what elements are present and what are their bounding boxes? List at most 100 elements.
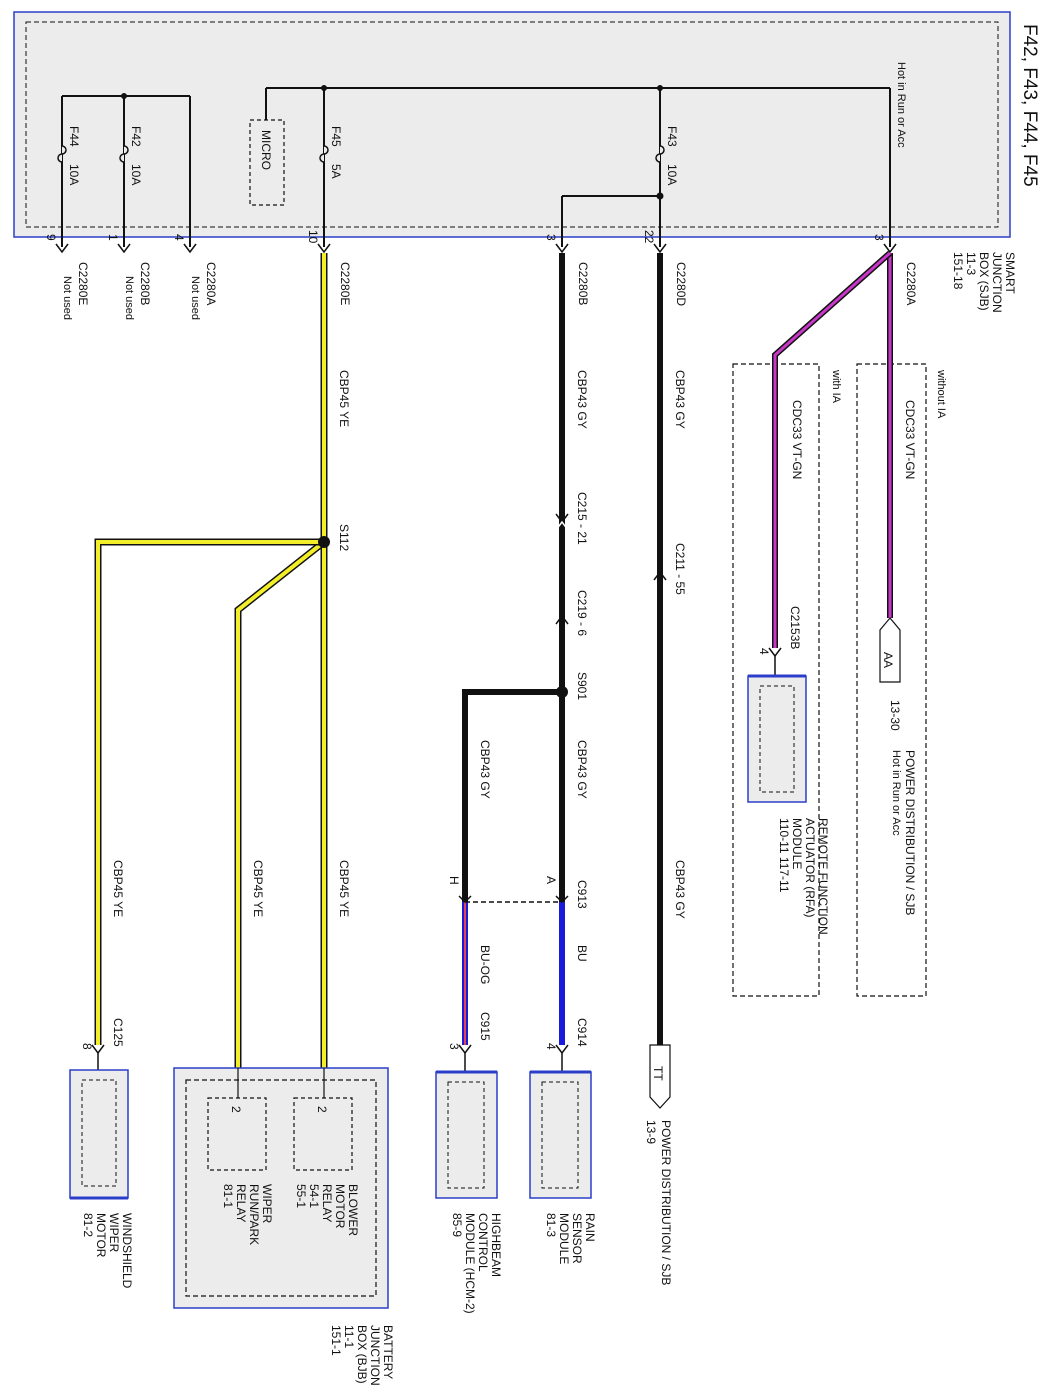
fuse-f44-rating: 10A: [67, 164, 81, 185]
page-ref-aa-letter: AA: [881, 652, 895, 668]
conn-c2280a-4-note: Not used: [189, 276, 201, 320]
conn-c2280a-3-name: C2280A: [904, 262, 918, 305]
sjb-ref2: 151-18: [951, 252, 965, 290]
option-with-ia-label: with IA: [830, 369, 842, 404]
conn-c2280e-9-pin: 9: [44, 234, 58, 241]
fuse-f45-id: F45: [329, 126, 343, 147]
smart-junction-box: [13, 11, 1011, 238]
wire-cbp45-label-4: CBP45 YE: [111, 860, 125, 917]
hcm-line1: HIGHBEAM: [489, 1213, 503, 1277]
page-ref-tt-desc: POWER DISTRIBUTION / SJB: [659, 1120, 673, 1285]
sjb-connector-arrows: [55, 243, 897, 254]
wire-cbp45-wiper-motor: [94, 538, 324, 1045]
component-hcm-module: 3 C915 HIGHBEAM CONTROL MODULE (HCM-2) 8…: [435, 1012, 503, 1314]
c914-name: C914: [575, 1018, 589, 1047]
blower-line2: MOTOR: [333, 1184, 347, 1229]
c215-21-label: C215 - 21: [575, 492, 589, 545]
page-ref-aa: AA 13-30 POWER DISTRIBUTION / SJB Hot in…: [879, 617, 917, 915]
component-rain-sensor: 4 C914 RAIN SENSOR MODULE 81-3: [529, 1018, 597, 1264]
component-rfa-module: 4 C2153B REMOTE FUNCTION ACTUATOR (RFA) …: [747, 606, 830, 935]
page-ref-aa-desc1: POWER DISTRIBUTION / SJB: [903, 750, 917, 915]
fuse-f45-rating: 5A: [329, 164, 343, 179]
c913-pin-a: A: [544, 876, 558, 884]
conn-c2280e-9-note: Not used: [61, 276, 73, 320]
wire-cbp45-label-3: CBP45 YE: [251, 860, 265, 917]
splice-s901: [556, 686, 568, 698]
bjb-line3: BOX (BJB): [355, 1325, 369, 1384]
rfa-line3: MODULE: [790, 818, 804, 869]
rfa-refs: 110-11 117-11: [777, 818, 791, 893]
sjb-name-line1: SMART: [1003, 252, 1017, 294]
inline-connector-c219: [555, 614, 569, 625]
option-without-ia-label: without IA: [935, 369, 947, 419]
page-title: F42, F43, F44, F45: [1019, 24, 1040, 187]
rain-line1: RAIN: [583, 1213, 597, 1242]
wire-bu-label: BU: [575, 945, 589, 962]
wiper-relay-line3: RELAY: [234, 1184, 248, 1222]
conn-c2280e-10-pin: 10: [306, 230, 320, 244]
conn-c2280b-1-note: Not used: [123, 276, 135, 320]
page-ref-aa-ref: 13-30: [888, 700, 902, 731]
wire-cdc33-label-1: CDC33 VT-GN: [903, 400, 917, 479]
connector-c913: C913 A H: [447, 876, 589, 909]
wire-bu-og-label: BU-OG: [478, 945, 492, 984]
wire-cbp43-label-2: CBP43 GY: [673, 860, 687, 919]
hot-in-run-label: Hot in Run or Acc: [895, 62, 907, 148]
c125-name: C125: [111, 1018, 125, 1047]
wire-cbp43-label-1: CBP43 GY: [673, 370, 687, 429]
c211-55-label: C211 - 55: [673, 543, 687, 595]
rain-ref: 81-3: [544, 1213, 558, 1237]
wire-cbp43-label-4: CBP43 GY: [575, 740, 589, 799]
conn-c2280d-22-name: C2280D: [674, 262, 688, 306]
bjb-ref2: 151-1: [329, 1325, 343, 1356]
blower-ref2: 55-1: [294, 1184, 308, 1208]
c125-pin: 8: [80, 1043, 94, 1050]
wiper-relay-line1: WIPER: [260, 1184, 274, 1224]
rain-line3: MODULE: [557, 1213, 571, 1264]
wiper-relay-ref: 81-1: [221, 1184, 235, 1208]
wiper-motor-line1: WINDSHIELD: [120, 1213, 134, 1289]
blower-pin: 2: [315, 1106, 329, 1113]
bjb-line2: JUNCTION: [368, 1325, 382, 1386]
wire-cbp45-wiper-relay: [234, 539, 327, 1072]
conn-c2280d-22-pin: 22: [642, 230, 656, 244]
hcm-ref: 85-9: [450, 1213, 464, 1237]
rfa-line2: ACTUATOR (RFA): [803, 818, 817, 918]
fuse-f42-id: F42: [129, 126, 143, 147]
c2153b-pin: 4: [757, 648, 771, 655]
component-wiper-motor: 8 C125 WINDSHIELD WIPER MOTOR 81-2: [69, 1018, 134, 1289]
splice-s112-label: S112: [337, 524, 351, 551]
hcm-line3: MODULE (HCM-2): [463, 1213, 477, 1314]
page-ref-tt: TT 13-9 POWER DISTRIBUTION / SJB: [644, 1044, 673, 1285]
conn-c2280b-3-name: C2280B: [576, 262, 590, 305]
fuse-f43-rating: 10A: [665, 164, 679, 185]
rfa-line1: REMOTE FUNCTION: [816, 818, 830, 935]
wire-cdc33-with-ia: [772, 250, 892, 648]
fuse-symbols: [57, 145, 665, 163]
micro-relay: MICRO: [249, 119, 285, 206]
sjb-name-line3: BOX (SJB): [977, 252, 991, 311]
wiper-relay-pin: 2: [229, 1106, 243, 1113]
wiper-motor-ref: 81-2: [81, 1213, 95, 1237]
wire-cbp45-label-1: CBP45 YE: [337, 370, 351, 427]
fuse-f44-id: F44: [67, 126, 81, 147]
inline-connector-c215: [555, 513, 569, 531]
wire-cbp43-branch-h: [462, 689, 562, 902]
wiper-relay-line2: RUN/PARK: [247, 1184, 261, 1245]
conn-c2280b-3-pin: 3: [544, 234, 558, 241]
conn-c2280b-1-name: C2280B: [138, 262, 152, 305]
conn-c2280b-1-pin: 1: [106, 234, 120, 241]
blower-line1: BLOWER: [346, 1184, 360, 1236]
conn-c2280a-3-pin: 3: [872, 234, 886, 241]
splice-s901-label: S901: [575, 672, 589, 700]
c913-pin-h: H: [447, 876, 461, 885]
wire-cdc33-label-2: CDC33 VT-GN: [790, 400, 804, 479]
blower-ref1: 54-1: [307, 1184, 321, 1208]
c913-name: C913: [575, 880, 589, 909]
fuse-f43-id: F43: [665, 126, 679, 147]
page-ref-aa-desc2: Hot in Run or Acc: [890, 750, 902, 836]
c915-pin: 3: [447, 1043, 461, 1050]
conn-c2280a-4-name: C2280A: [204, 262, 218, 305]
page-ref-tt-ref: 13-9: [644, 1120, 658, 1144]
